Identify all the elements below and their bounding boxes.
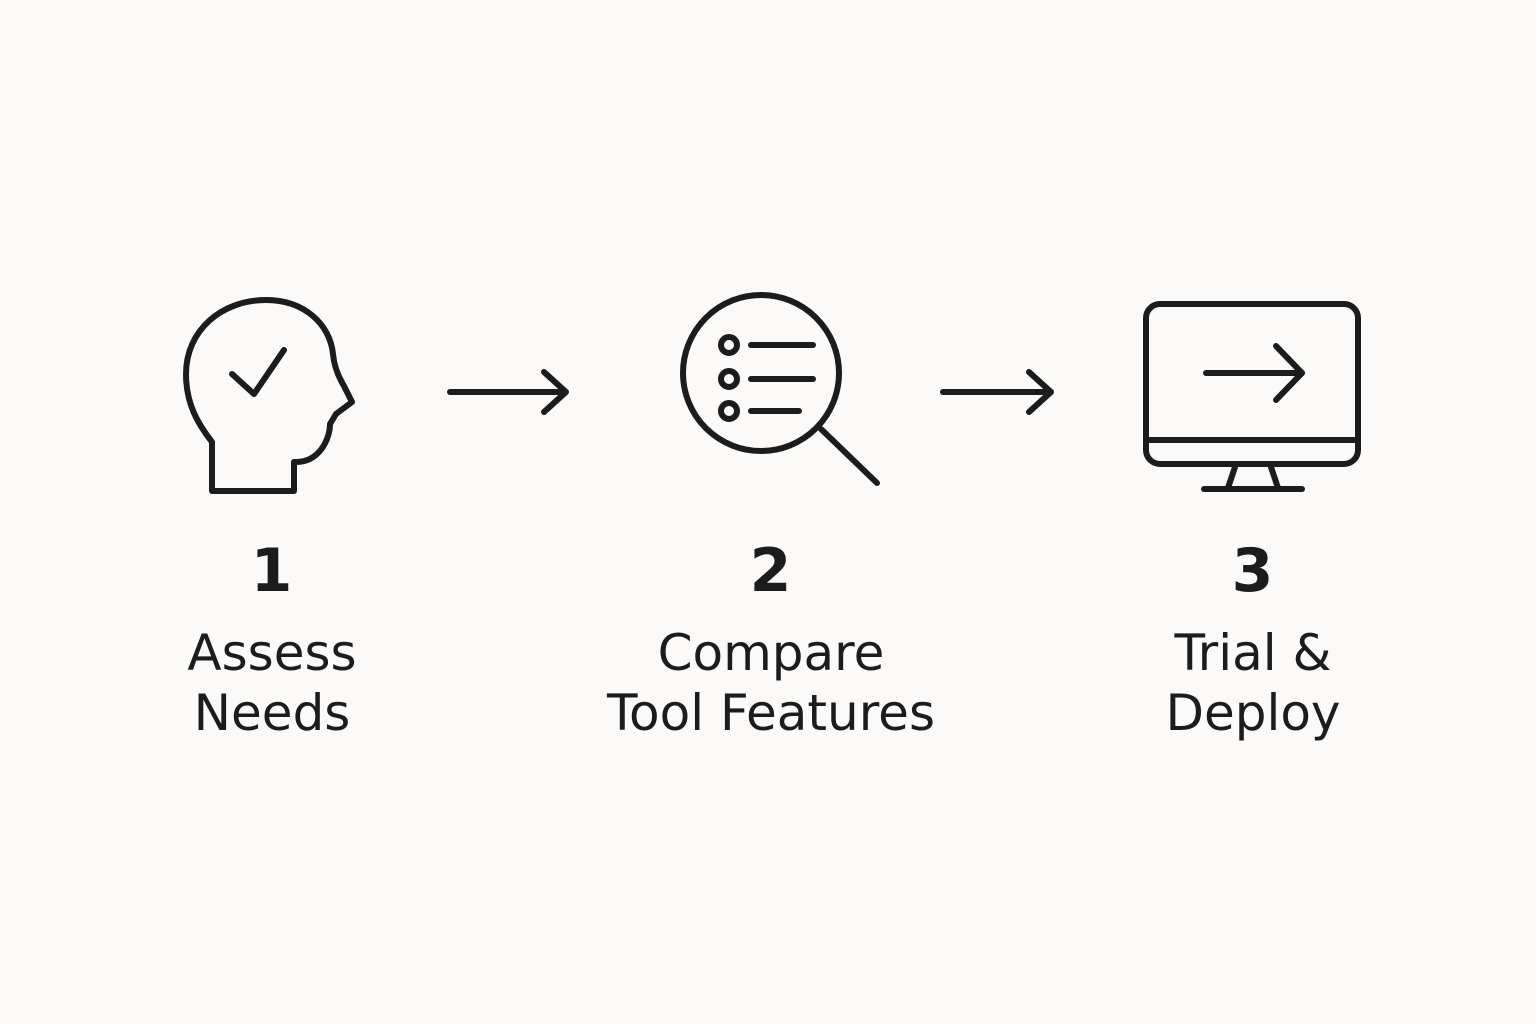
step-3: 3 Trial & Deploy bbox=[1023, 541, 1483, 743]
step-label-line: Needs bbox=[193, 684, 351, 742]
step-2: 2 Compare Tool Features bbox=[541, 541, 1001, 743]
step-label: Compare Tool Features bbox=[541, 623, 1001, 743]
head-check-icon bbox=[170, 290, 370, 500]
step-label: Trial & Deploy bbox=[1023, 623, 1483, 743]
arrow-right-icon bbox=[440, 360, 580, 420]
step-label-line: Trial & bbox=[1174, 624, 1332, 682]
step-label-line: Compare bbox=[657, 624, 885, 682]
arrow-right-icon bbox=[933, 360, 1073, 420]
step-label: Assess Needs bbox=[42, 623, 502, 743]
magnifier-list-icon bbox=[675, 285, 895, 505]
step-number: 1 bbox=[250, 536, 294, 606]
step-label-line: Assess bbox=[187, 624, 357, 682]
monitor-arrow-icon bbox=[1140, 298, 1370, 503]
step-1: 1 Assess Needs bbox=[42, 541, 502, 743]
step-label-line: Tool Features bbox=[606, 684, 935, 742]
step-label-line: Deploy bbox=[1165, 684, 1341, 742]
step-number: 3 bbox=[1231, 536, 1275, 606]
step-number: 2 bbox=[749, 536, 793, 606]
